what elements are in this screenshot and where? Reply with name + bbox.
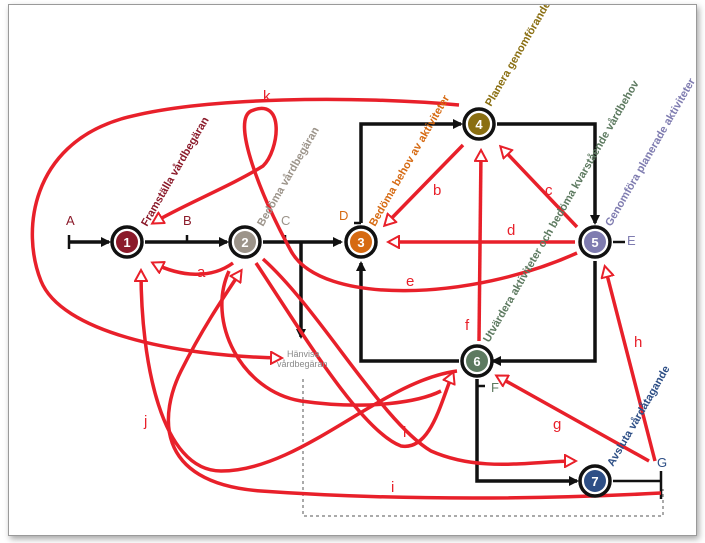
flow-letter-f: f — [465, 317, 470, 334]
node-4-label-text: Planera genomförande av aktiviteter — [483, 5, 589, 109]
flow-letter-i: i — [391, 479, 394, 496]
node-6[interactable]: 6 — [460, 344, 494, 378]
node-4-number: 4 — [475, 117, 483, 132]
referral-label-line1: Hänvisa — [287, 349, 320, 359]
node-4-label: Planera genomförande av aktiviteter — [483, 5, 589, 109]
event-letter-c: C — [281, 213, 290, 228]
event-letter-g: G — [657, 455, 667, 470]
process-diagram: 1 2 3 4 5 6 7 Framställa vårdbegäran Bed… — [30, 5, 696, 517]
flow-3-to-4 — [359, 119, 463, 223]
flow-l-curve — [254, 262, 453, 448]
event-letter-a: A — [66, 213, 75, 228]
node-1[interactable]: 1 — [110, 225, 144, 259]
flow-letter-c: c — [545, 182, 553, 199]
referral-label-line2: vårdbegäran — [277, 359, 328, 369]
node-3[interactable]: 3 — [344, 225, 378, 259]
flow-letter-h: h — [634, 334, 642, 351]
flow-h-line — [605, 267, 657, 462]
flow-c-line — [501, 147, 579, 229]
node-5-label-text: Genomföra planerade aktiviteter — [603, 76, 696, 229]
node-3-label: Bedöma behov av aktiviteter — [367, 93, 452, 229]
main-flow — [67, 119, 663, 499]
node-5-number: 5 — [591, 235, 598, 250]
flow-6-to-3 — [356, 261, 459, 363]
flow-b-line — [385, 143, 465, 225]
diagram-canvas: 1 2 3 4 5 6 7 Framställa vårdbegäran Bed… — [8, 4, 697, 536]
flow-6-to-7 — [475, 379, 579, 486]
flow-e-curve — [153, 106, 578, 293]
flow-g-line — [497, 374, 650, 463]
node-3-number: 3 — [357, 235, 364, 250]
node-2-number: 2 — [241, 235, 248, 250]
node-7-number: 7 — [591, 474, 598, 489]
flow-letter-l: l — [403, 424, 406, 441]
node-5-label: Genomföra planerade aktiviteter — [603, 76, 696, 229]
flow-letter-d: d — [507, 222, 515, 239]
flow-letter-k: k — [263, 88, 271, 105]
event-letter-f: F — [491, 380, 499, 395]
flow-letter-e: e — [406, 273, 414, 290]
flow-j-curve — [141, 271, 458, 473]
event-letter-b: B — [183, 213, 192, 228]
flow-k-curve — [30, 97, 460, 358]
node-5[interactable]: 5 — [578, 225, 612, 259]
flow-5-to-6 — [491, 261, 597, 366]
node-7[interactable]: 7 — [578, 464, 612, 498]
flow-a-curve — [153, 263, 235, 276]
flow-referral-curve — [220, 270, 442, 407]
event-letter-e: E — [627, 233, 636, 248]
flow-i-curve — [166, 271, 662, 500]
flow-f-line — [479, 151, 481, 342]
event-letter-d: D — [339, 208, 348, 223]
node-4[interactable]: 4 — [462, 107, 496, 141]
flow-letter-b: b — [433, 182, 441, 199]
flow-letter-j: j — [143, 413, 147, 430]
node-1-number: 1 — [123, 235, 130, 250]
node-2[interactable]: 2 — [228, 225, 262, 259]
node-7-label: Avsluta vårdåtagande — [605, 364, 672, 469]
feedback-flows — [30, 97, 662, 500]
node-3-label-text: Bedöma behov av aktiviteter — [367, 93, 452, 229]
flow-letter-g: g — [553, 416, 561, 433]
flow-2-to-7-curve — [261, 257, 575, 464]
node-6-number: 6 — [473, 354, 480, 369]
flow-letter-a: a — [197, 264, 206, 281]
flow-4-to-5 — [497, 122, 600, 225]
